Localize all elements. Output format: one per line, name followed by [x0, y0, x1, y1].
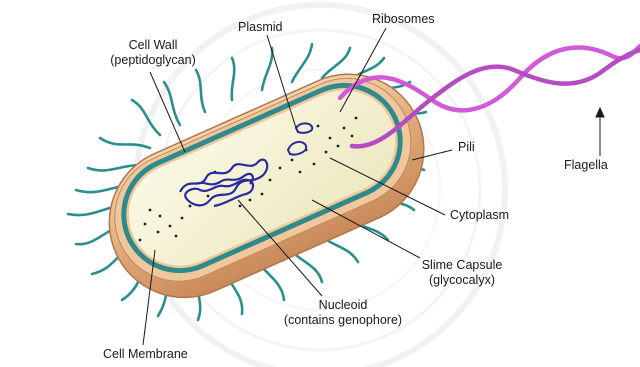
pilus: [292, 44, 312, 82]
label-slime-capsule-line2: (glycocalyx): [402, 273, 522, 288]
label-slime-capsule: Slime Capsule (glycocalyx): [402, 258, 522, 288]
pilus: [232, 58, 235, 100]
flagella-arrowhead: [596, 108, 604, 117]
pilus: [262, 48, 272, 90]
label-pili: Pili: [458, 140, 475, 155]
label-slime-capsule-line1: Slime Capsule: [402, 258, 522, 273]
label-nucleoid: Nucleoid (contains genophore): [268, 298, 418, 328]
label-plasmid: Plasmid: [238, 20, 282, 35]
label-cell-wall: Cell Wall (peptidoglycan): [78, 38, 228, 68]
cell-body: [85, 50, 447, 321]
label-cell-wall-line1: Cell Wall: [78, 38, 228, 53]
label-nucleoid-line2: (contains genophore): [268, 313, 418, 328]
pilus: [196, 70, 205, 112]
label-cell-wall-line2: (peptidoglycan): [78, 53, 228, 68]
label-flagella: Flagella: [564, 158, 608, 173]
label-cytoplasm: Cytoplasm: [450, 208, 509, 223]
label-nucleoid-line1: Nucleoid: [268, 298, 418, 313]
label-ribosomes: Ribosomes: [372, 12, 435, 27]
label-cell-membrane: Cell Membrane: [103, 347, 188, 362]
pilus: [164, 82, 180, 125]
